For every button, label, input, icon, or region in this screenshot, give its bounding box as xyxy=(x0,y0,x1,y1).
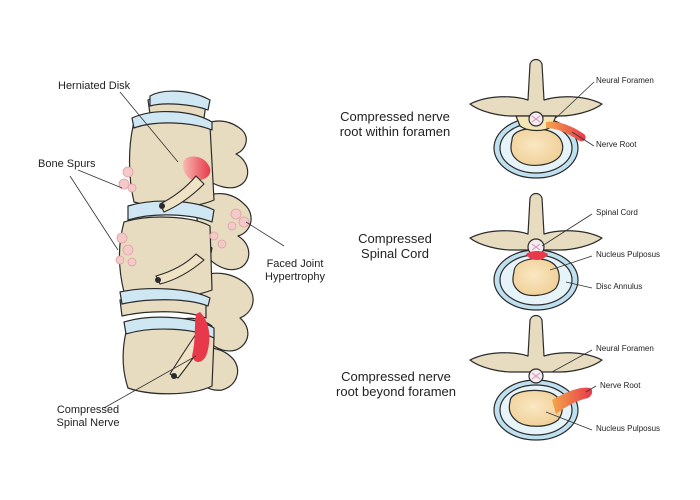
panel-3-title: Compressed nerve root beyond foramen xyxy=(326,369,466,400)
panel-2-callout-nucleus-pulposus: Nucleus Pulposus xyxy=(596,250,661,259)
label-compressed-nerve-line1: Compressed xyxy=(56,404,120,416)
panel-1-title-line1: Compressed nerve xyxy=(340,109,450,124)
nerve-root-extruded-3 xyxy=(552,387,593,414)
bone-spurs xyxy=(115,166,250,267)
panel-3-callout-nerve-root: Nerve Root xyxy=(600,381,641,390)
label-faced-joint-line1: Faced Joint xyxy=(266,258,324,270)
compressed-spinal-nerve xyxy=(192,312,210,362)
axial-vertebra-2 xyxy=(469,192,603,311)
panel-2-title-line1: Compressed xyxy=(358,231,432,246)
spine-leader-lines xyxy=(69,91,285,409)
spinal-cord-compression xyxy=(526,251,548,260)
panel-1-callout-neural-foramen: Neural Foramen xyxy=(596,76,654,85)
panel-2-callout-spinal-cord: Spinal Cord xyxy=(596,208,638,217)
axial-vertebra-3 xyxy=(469,314,603,441)
axial-vertebra-1 xyxy=(469,58,603,179)
nerve-root-inflamed-1 xyxy=(546,121,586,142)
panel-3-title-line2: root beyond foramen xyxy=(336,383,456,399)
label-faced-joint-line2: Hypertrophy xyxy=(265,270,325,283)
herniated-disk-bulge xyxy=(183,156,211,181)
panel-1-title: Compressed nerve root within foramen xyxy=(330,109,460,140)
panel-1-title-line2: root within foramen xyxy=(339,123,451,139)
panel-1-callout-nerve-root: Nerve Root xyxy=(596,140,637,149)
panel-3-callout-nucleus-pulposus: Nucleus Pulposus xyxy=(596,424,661,433)
lateral-spine xyxy=(115,90,254,395)
intervertebral-discs xyxy=(119,90,215,339)
label-faced-joint: Faced Joint Hypertrophy xyxy=(260,258,330,283)
label-compressed-nerve-line2: Spinal Nerve xyxy=(56,416,120,429)
panel-2-title-line2: Spinal Cord xyxy=(361,245,429,261)
label-bone-spurs: Bone Spurs xyxy=(38,158,96,170)
panel-2-title: Compressed Spinal Cord xyxy=(340,231,450,262)
panel-leader-lines xyxy=(541,81,597,431)
panel-3-title-line1: Compressed nerve xyxy=(341,369,451,384)
label-herniated-disk: Herniated Disk xyxy=(58,80,131,92)
label-compressed-spinal-nerve: Compressed Spinal Nerve xyxy=(50,404,126,429)
panel-2-callout-disc-annulus: Disc Annulus xyxy=(596,282,643,291)
panel-3-callout-neural-foramen: Neural Foramen xyxy=(596,344,654,353)
